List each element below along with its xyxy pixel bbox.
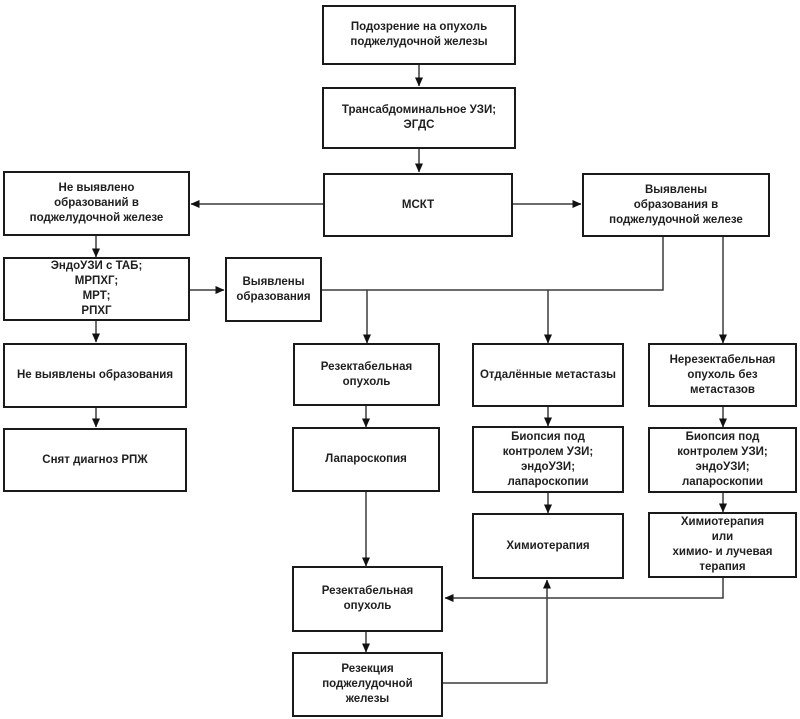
node-transabdominal-us: Трансабдоминальное УЗИ; ЭГДС bbox=[322, 87, 516, 149]
node-mass-found-on-msct: Выявлены образования в поджелудочной жел… bbox=[582, 173, 770, 237]
node-msct: МСКТ bbox=[323, 173, 513, 237]
node-chemotherapy: Химиотерапия bbox=[472, 513, 624, 579]
node-suspicion: Подозрение на опухоль поджелудочной желе… bbox=[322, 5, 516, 65]
node-no-mass-on-msct: Не выявлено образований в поджелудочной … bbox=[3, 171, 190, 236]
node-unresectable-tumor: Нерезектабельная опухоль без метастазов bbox=[648, 343, 797, 407]
connector-chemoradiation-to-resectable-2 bbox=[444, 578, 724, 602]
node-no-mass-found: Не выявлены образования bbox=[3, 343, 187, 408]
node-chemo-radiation: Химиотерапия или химио- и лучевая терапи… bbox=[648, 512, 797, 578]
connector-resection-to-chemo bbox=[443, 579, 551, 684]
node-endo-us-tab: ЭндоУЗИ с ТАБ; МРПХГ; МРТ; РПХГ bbox=[3, 257, 190, 321]
node-diagnosis-removed: Снят диагноз РПЖ bbox=[3, 428, 187, 492]
node-mass-found: Выявлены образования bbox=[225, 257, 322, 322]
node-pancreatic-resection: Резекция поджелудочной железы bbox=[292, 652, 443, 717]
connector-bus-mass-found bbox=[322, 237, 664, 291]
node-laparoscopy: Лапароскопия bbox=[292, 427, 440, 492]
node-resectable-tumor-2: Резектабельная опухоль bbox=[292, 566, 443, 632]
node-biopsy-guided-1: Биопсия под контролем УЗИ; эндоУЗИ; лапа… bbox=[472, 426, 624, 493]
node-biopsy-guided-2: Биопсия под контролем УЗИ; эндоУЗИ; лапа… bbox=[648, 427, 797, 493]
node-resectable-tumor-1: Резектабельная опухоль bbox=[293, 343, 440, 406]
node-distant-metastases: Отдалённые метастазы bbox=[472, 343, 624, 407]
